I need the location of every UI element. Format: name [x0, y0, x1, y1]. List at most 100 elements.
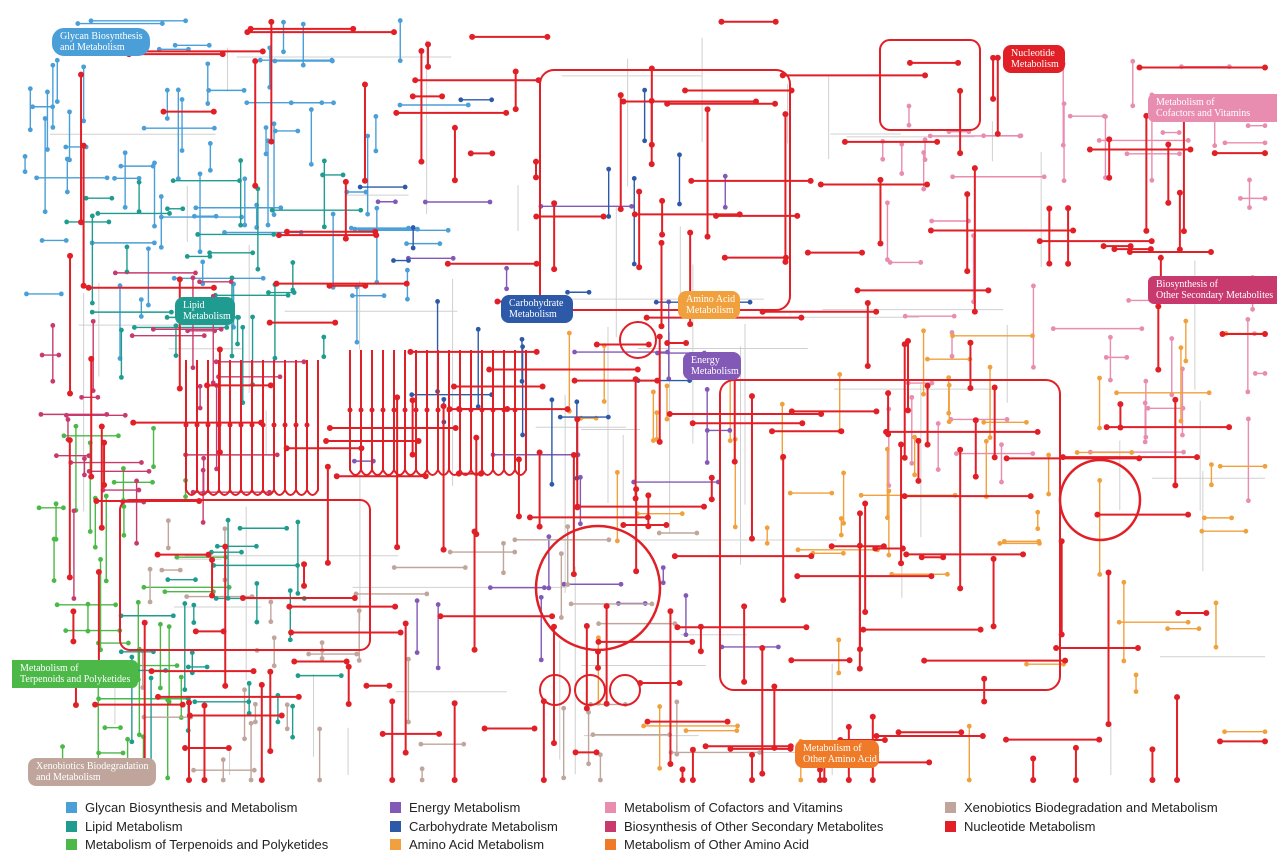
compound-node — [641, 723, 647, 729]
compound-node — [741, 678, 748, 685]
compound-node — [501, 407, 507, 413]
compound-node — [1050, 326, 1056, 332]
compound-node — [1003, 455, 1010, 462]
compound-node — [206, 87, 212, 93]
compound-node — [197, 383, 203, 389]
compound-node — [419, 766, 425, 772]
compound-node — [1203, 610, 1210, 617]
compound-node — [66, 437, 73, 444]
compound-node — [178, 674, 184, 680]
compound-node — [86, 453, 92, 459]
compound-node — [1252, 371, 1258, 376]
compound-node — [817, 766, 824, 773]
compound-node — [1136, 64, 1143, 71]
compound-node — [141, 125, 147, 131]
compound-node — [184, 254, 190, 259]
compound-node — [659, 197, 666, 204]
compound-node — [1020, 551, 1027, 558]
compound-node — [1187, 146, 1194, 153]
compound-node — [319, 656, 325, 661]
compound-node — [775, 644, 781, 650]
compound-node — [1065, 260, 1072, 267]
compound-node — [254, 619, 260, 625]
compound-node — [1035, 526, 1041, 532]
compound-node — [1165, 626, 1171, 632]
compound-node — [862, 500, 869, 507]
compound-node — [955, 59, 962, 66]
pathway-loop — [371, 350, 384, 476]
compound-node — [160, 108, 167, 115]
compound-node — [999, 442, 1004, 448]
compound-node — [471, 528, 478, 535]
compound-node — [724, 718, 731, 725]
compound-node — [804, 249, 811, 256]
compound-node — [211, 125, 217, 131]
compound-node — [536, 523, 543, 530]
compound-node — [88, 355, 95, 362]
map-label-glycan: Glycan Biosynthesis and Metabolism — [52, 28, 150, 56]
compound-node — [550, 623, 557, 630]
compound-node — [676, 680, 683, 687]
compound-node — [338, 673, 344, 679]
compound-node — [924, 181, 931, 188]
compound-node — [990, 54, 997, 61]
compound-node — [287, 588, 293, 594]
compound-node — [721, 254, 728, 261]
compound-node — [1199, 528, 1205, 534]
compound-node — [1108, 377, 1113, 383]
compound-node — [489, 150, 496, 157]
compound-node — [329, 58, 335, 64]
compound-node — [78, 219, 85, 226]
pathway-loop — [306, 360, 319, 496]
compound-node — [954, 451, 959, 457]
compound-node — [617, 206, 624, 213]
compound-node — [718, 18, 725, 25]
compound-node — [319, 640, 325, 646]
legend-swatch — [605, 821, 616, 832]
compound-node — [981, 419, 987, 425]
compound-node — [504, 286, 509, 292]
compound-node — [664, 100, 671, 107]
compound-node — [979, 733, 986, 740]
compound-node — [971, 165, 978, 172]
compound-node — [27, 127, 33, 133]
compound-node — [98, 556, 103, 562]
map-label-carbohydrate: Carbohydrate Metabolism — [501, 295, 573, 323]
compound-node — [54, 57, 60, 63]
compound-node — [748, 393, 755, 400]
compound-node — [679, 766, 686, 773]
compound-node — [654, 377, 661, 384]
compound-node — [1185, 511, 1192, 518]
compound-node — [158, 244, 164, 250]
compound-node — [147, 566, 153, 572]
compound-node — [1036, 538, 1042, 544]
legend: Glycan Biosynthesis and Metabolism Lipid… — [0, 796, 1277, 854]
compound-node — [22, 169, 28, 175]
compound-node — [549, 481, 555, 487]
compound-node — [520, 432, 526, 438]
compound-node — [106, 219, 112, 225]
compound-node — [1213, 644, 1219, 650]
compound-node — [561, 775, 567, 781]
compound-node — [60, 505, 66, 511]
compound-node — [821, 777, 828, 783]
compound-node — [53, 501, 59, 507]
pathway-frame — [119, 499, 371, 651]
compound-node — [422, 199, 428, 205]
compound-node — [486, 366, 493, 373]
compound-node — [600, 213, 607, 220]
pathway-loop — [229, 360, 242, 496]
compound-node — [946, 375, 952, 381]
compound-node — [295, 519, 301, 525]
compound-node — [148, 675, 154, 681]
compound-node — [659, 231, 666, 238]
compound-node — [260, 275, 266, 281]
compound-node — [351, 458, 357, 464]
compound-node — [704, 106, 711, 113]
compound-node — [345, 700, 352, 707]
compound-node — [165, 518, 171, 524]
legend-label: Metabolism of Other Amino Acid — [624, 837, 809, 852]
compound-node — [321, 334, 327, 340]
compound-node — [593, 341, 600, 348]
compound-node — [683, 632, 689, 638]
